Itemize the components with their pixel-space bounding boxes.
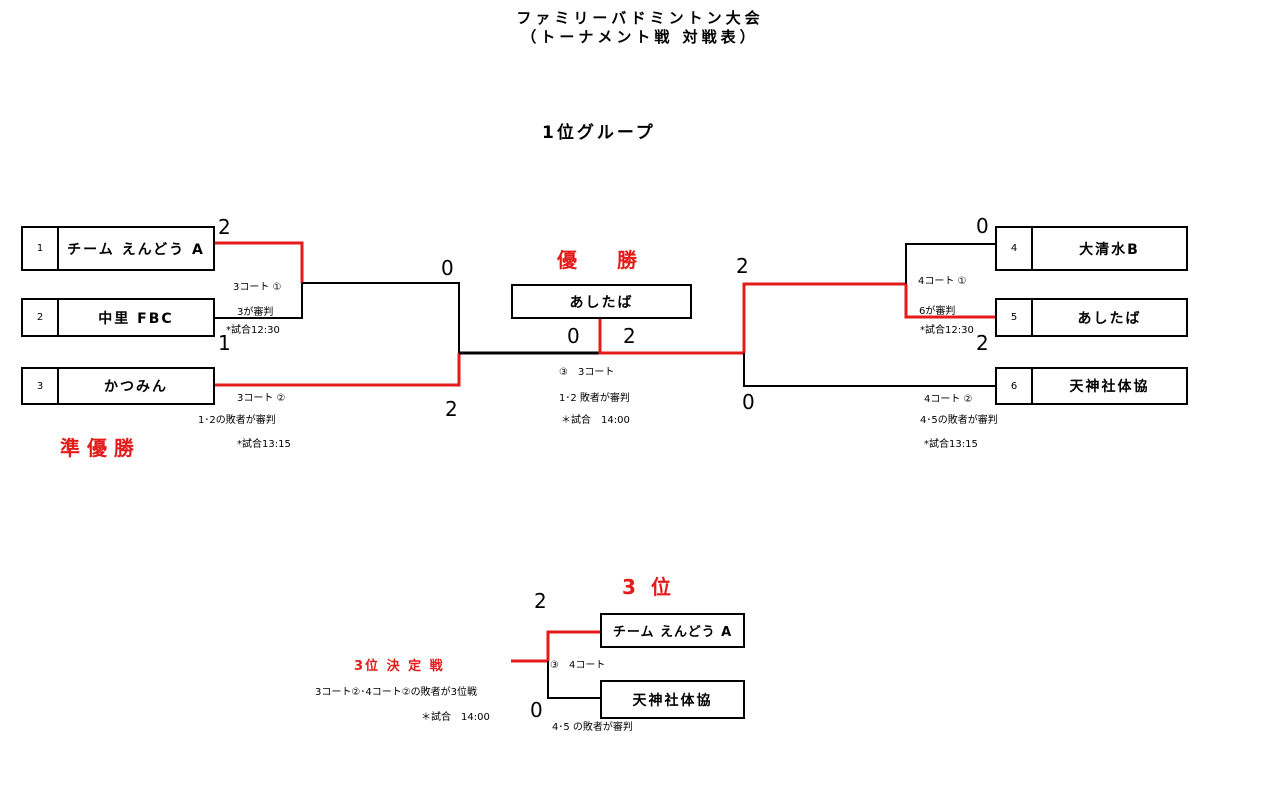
match-referee: 4･5の敗者が審判 xyxy=(920,415,998,426)
score-team4: 0 xyxy=(976,214,989,238)
team-box-2: 2 中里 FBC xyxy=(21,298,215,337)
score-final-left: 0 xyxy=(567,324,580,348)
score-right1-winner: 2 xyxy=(736,254,749,278)
team-name: かつみん xyxy=(104,379,168,395)
runner-up-label: 準 優 勝 xyxy=(60,436,134,460)
match-court: 4コート ① xyxy=(918,276,967,287)
team-box-5: 5 あしたば xyxy=(995,298,1188,337)
match-court: 3コート ② xyxy=(237,393,286,404)
score-final-right: 2 xyxy=(623,324,636,348)
match-court: 4コート ② xyxy=(924,394,973,405)
match-time: ＊試合 14:00 xyxy=(561,415,630,426)
champion-name: あしたば xyxy=(569,294,634,311)
match-time: *試合13:15 xyxy=(924,439,978,450)
match-time: *試合13:15 xyxy=(237,439,291,450)
page-title: ファミリーバドミントン大会 xyxy=(516,9,764,27)
match-referee: 1･2 敗者が審判 xyxy=(559,393,630,404)
bracket-line-team2 xyxy=(213,283,303,319)
team-name: 中里 FBC xyxy=(98,310,174,327)
bracket-line-third-top xyxy=(546,630,602,661)
score-third-top: 2 xyxy=(534,589,547,613)
bracket-line-team3 xyxy=(213,353,461,387)
match-referee: 6が審判 xyxy=(919,306,956,317)
match-referee: 1･2の敗者が審判 xyxy=(198,415,276,426)
team-name: チーム えんどう A xyxy=(67,241,205,258)
seed-number: 5 xyxy=(997,300,1033,335)
match-court: ③ 4コート xyxy=(550,660,606,671)
match-time: ＊試合 14:00 xyxy=(421,712,490,723)
team-name: チーム えんどう A xyxy=(612,625,733,640)
score-team2: 1 xyxy=(218,331,231,355)
team-name: 天神社体協 xyxy=(1069,379,1150,395)
seed-number: 4 xyxy=(997,228,1033,269)
score-left1-winner: 0 xyxy=(441,256,454,280)
score-third-bottom: 0 xyxy=(530,698,543,722)
third-match-description: 3コート②･4コート②の敗者が3位戦 xyxy=(315,687,478,698)
page-subtitle: （トーナメント戦 対戦表） xyxy=(521,28,759,46)
third-place-label: 3 位 xyxy=(622,575,675,599)
match-referee: 4･5 の敗者が審判 xyxy=(552,722,633,733)
seed-number: 6 xyxy=(997,369,1033,403)
bracket-line-team1 xyxy=(213,241,304,283)
bracket-line-third-bottom xyxy=(547,661,602,699)
score-team1: 2 xyxy=(218,215,231,239)
third-team-bottom: 天神社体協 xyxy=(600,680,745,719)
match-court: ③ 3コート xyxy=(559,367,615,378)
champion-label: 優 勝 xyxy=(557,248,637,272)
team-box-4: 4 大清水B xyxy=(995,226,1188,271)
seed-number: 3 xyxy=(23,369,59,403)
bracket-line-left1-winner xyxy=(302,282,460,353)
bracket-line-right-semi-win xyxy=(742,282,906,353)
third-team-top: チーム えんどう A xyxy=(600,613,745,648)
score-team3: 2 xyxy=(445,397,458,421)
team-box-3: 3 かつみん xyxy=(21,367,215,405)
match-referee: 3が審判 xyxy=(237,307,274,318)
bracket-line-team5 xyxy=(904,284,997,319)
bracket-line-team6 xyxy=(743,353,997,387)
team-box-6: 6 天神社体協 xyxy=(995,367,1188,405)
seed-number: 1 xyxy=(23,228,59,269)
team-name: 天神社体協 xyxy=(632,692,713,709)
champion-box: あしたば xyxy=(511,284,692,319)
group-label: 1位グループ xyxy=(542,123,656,143)
third-match-label: 3位 決 定 戦 xyxy=(354,659,445,674)
team-name: 大清水B xyxy=(1079,241,1140,258)
match-court: 3コート ① xyxy=(233,282,282,293)
match-time: *試合12:30 xyxy=(226,325,280,336)
team-name: あしたば xyxy=(1077,310,1142,327)
match-time: *試合12:30 xyxy=(920,325,974,336)
bracket-line-final-right xyxy=(598,318,744,355)
team-box-1: 1 チーム えんどう A xyxy=(21,226,215,271)
bracket-line-team4 xyxy=(905,243,997,284)
seed-number: 2 xyxy=(23,300,59,335)
score-team5: 2 xyxy=(976,331,989,355)
score-team6: 0 xyxy=(742,390,755,414)
